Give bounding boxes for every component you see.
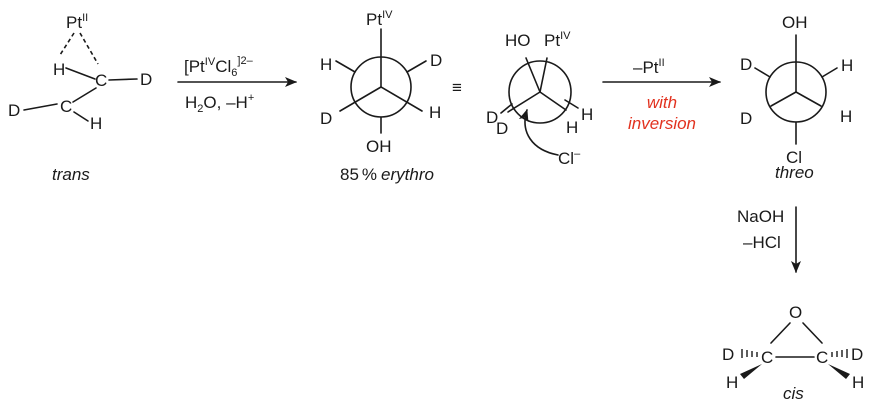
c-d-bond-top (108, 78, 138, 81)
conditions-water-acid: H2O, –H+ (185, 92, 254, 115)
newman-chloride-attack: HO PtIV D D H H Cl– (486, 30, 593, 168)
equivalence-sign: ≡ (452, 78, 462, 97)
inversion-label: inversion (628, 114, 696, 133)
hashed-wedge-right (831, 349, 848, 358)
c-atom-bottom: C (60, 97, 72, 116)
h-right-epoxide: H (852, 373, 864, 392)
h-label-1: H (581, 105, 593, 124)
curved-attack-arrow (518, 109, 559, 156)
h-front-right: H (429, 103, 441, 122)
pt-iv-label: PtIV (366, 9, 393, 29)
cis-epoxide: O C C D D H H cis (722, 303, 864, 402)
pt-iv-label-attack: PtIV (544, 30, 571, 50)
oh-label-threo: OH (782, 13, 808, 32)
o-c-bond-left (770, 322, 791, 344)
solid-wedge-right (828, 364, 850, 379)
cis-caption: cis (783, 384, 804, 402)
c-atom-top: C (95, 71, 107, 90)
newman-erythro: PtIV H D D H OH 85%erythro (320, 9, 442, 184)
newman-circle (350, 56, 412, 118)
ho-label: HO (505, 31, 531, 50)
h-back-left: H (320, 55, 332, 74)
newman-threo: OH D H D H Cl threo (740, 13, 853, 182)
d-label-1: D (486, 108, 498, 127)
d-back-right: D (430, 51, 442, 70)
d-c-bond-bottom (23, 103, 58, 111)
hashed-wedge-left (741, 349, 758, 358)
newman-circle-attack (508, 60, 572, 124)
h-c-bond-top (65, 67, 96, 80)
reagent-ptcl6: [PtIVCl6]2– (184, 55, 254, 79)
d-left-epoxide: D (722, 345, 734, 364)
h-atom-top: H (53, 60, 65, 79)
bond-to-h-front (380, 86, 423, 112)
bond-to-h-front-threo (795, 91, 822, 107)
reaction-step-1: [PtIVCl6]2– H2O, –H+ (177, 55, 297, 115)
bond-to-d-left (507, 91, 541, 113)
bond-to-h-back-right (564, 99, 579, 109)
bond-to-d-back-left (500, 103, 513, 114)
minus-hcl-label: –HCl (743, 233, 781, 252)
chloride-label: Cl– (558, 148, 581, 168)
trans-caption: trans (52, 165, 90, 184)
threo-caption: threo (775, 163, 814, 182)
d-right-epoxide: D (851, 345, 863, 364)
h-top-threo: H (841, 56, 853, 75)
oh-label: OH (366, 137, 392, 156)
h-label-2: H (566, 118, 578, 137)
d-atom-bottom: D (8, 101, 20, 120)
coordination-bond-right (79, 32, 99, 65)
d-top-threo: D (740, 55, 752, 74)
bond-to-d-front-threo (770, 91, 797, 107)
h-left-epoxide: H (726, 373, 738, 392)
bond-to-d-back (406, 60, 427, 73)
h-bottom-threo: H (840, 107, 852, 126)
reagent-minus-pt: –PtII (633, 57, 665, 77)
o-c-bond-right (802, 322, 823, 344)
bond-to-d-front (339, 86, 382, 112)
bond-to-d-back-threo (754, 67, 771, 78)
c-c-double-bond (72, 87, 97, 103)
reaction-step-3: NaOH –HCl (737, 206, 801, 273)
bond-to-h-back-threo (821, 67, 838, 78)
erythro-caption: 85%erythro (340, 165, 434, 184)
naoh-label: NaOH (737, 207, 784, 226)
reactant-complex: PtII H C D D C H trans (8, 12, 152, 184)
reaction-step-2: –PtII with inversion (602, 57, 721, 133)
bond-to-ho (525, 57, 541, 93)
bond-to-h-right (539, 91, 567, 111)
d-label-2: D (496, 119, 508, 138)
d-front-left: D (320, 109, 332, 128)
newman-circle-threo (765, 61, 827, 123)
c-right-label: C (816, 348, 828, 367)
coordination-bond-left (59, 32, 75, 56)
cl-label-threo: Cl (786, 148, 802, 167)
bond-to-pt-attack (539, 57, 548, 93)
solid-wedge-left (740, 364, 762, 379)
bond-to-h-back (335, 60, 356, 73)
epoxide-oxygen: O (789, 303, 802, 322)
d-atom-top: D (140, 70, 152, 89)
with-label: with (647, 93, 677, 112)
d-bottom-threo: D (740, 109, 752, 128)
h-atom-bottom: H (90, 114, 102, 133)
pt-ii-label: PtII (66, 12, 88, 32)
c-h-bond-bottom (73, 111, 89, 122)
c-left-label: C (761, 348, 773, 367)
